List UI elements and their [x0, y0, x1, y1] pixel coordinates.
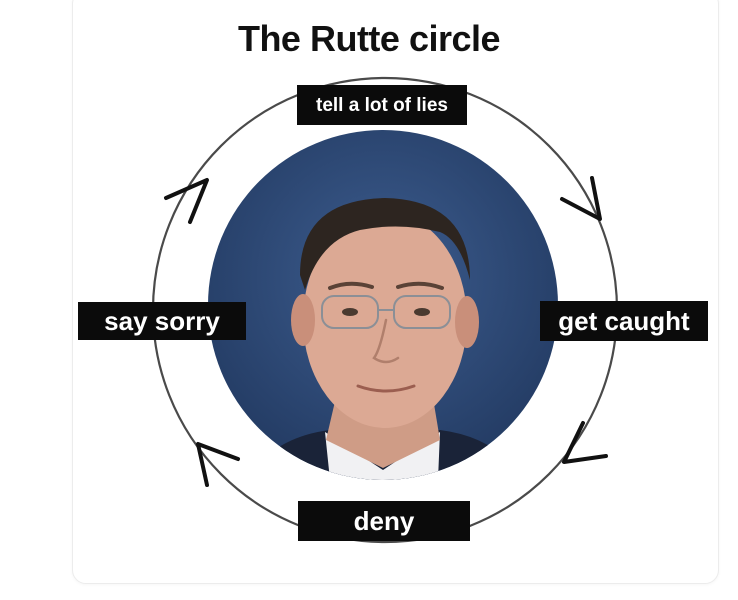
step-get-caught-label: get caught [540, 301, 708, 341]
arrow-bottom-right-icon [562, 421, 608, 464]
arrow-bottom-left-icon [196, 442, 240, 487]
diagram-title: The Rutte circle [237, 18, 501, 59]
portrait-photo [208, 130, 558, 480]
arrow-top-left-icon [164, 178, 209, 224]
step-deny-label: deny [298, 501, 470, 541]
arrow-top-right-icon [560, 176, 602, 221]
step-tell-lies-label: tell a lot of lies [297, 85, 467, 125]
step-say-sorry-label: say sorry [78, 302, 246, 340]
